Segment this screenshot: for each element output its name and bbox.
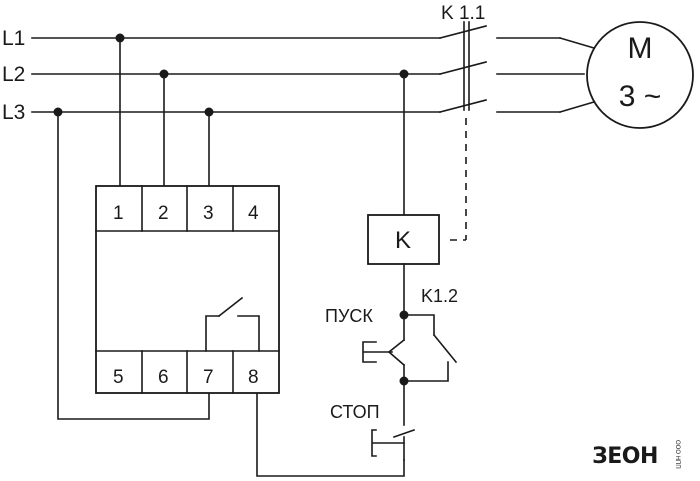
monitoring-relay: 1 2 3 4 5 6 7 8 [95,185,280,394]
motor: M 3 ~ [559,21,694,129]
zeon-logo: ЗЕОН ООО НПП [592,440,680,469]
phase-lines [31,37,441,113]
terminal-5: 5 [113,367,124,388]
label-l1: L1 [2,27,25,50]
stop-button-actuator [371,429,405,457]
label-k11: K 1.1 [441,3,485,24]
stop-label: СТОП [330,402,380,422]
main-contacts [439,21,585,241]
motor-letter: M [628,32,653,65]
terminal-4: 4 [248,203,259,224]
terminal-1: 1 [113,203,124,224]
motor-circle [586,21,694,129]
terminal-3: 3 [203,203,214,224]
relay-supply-wires [57,37,405,477]
label-l2: L2 [2,63,25,86]
junction-dots [53,33,409,386]
terminal-8: 8 [248,367,259,388]
relay-output-contact [205,296,260,352]
start-button-actuator [362,341,393,363]
coil-label: K [395,227,411,254]
control-circuit: K ПУСК K1.2 СТОП [325,73,458,461]
logo-text: ЗЕОН [592,444,658,469]
motor-phase: 3 ~ [619,80,662,113]
aux-contact-label: K1.2 [421,286,458,306]
terminal-2: 2 [158,203,169,224]
label-l3: L3 [2,101,25,124]
terminal-6: 6 [158,367,169,388]
coil-k [367,214,440,265]
start-label: ПУСК [325,306,373,326]
logo-small-text: ООО НПП [674,440,680,469]
terminal-7: 7 [203,367,214,388]
